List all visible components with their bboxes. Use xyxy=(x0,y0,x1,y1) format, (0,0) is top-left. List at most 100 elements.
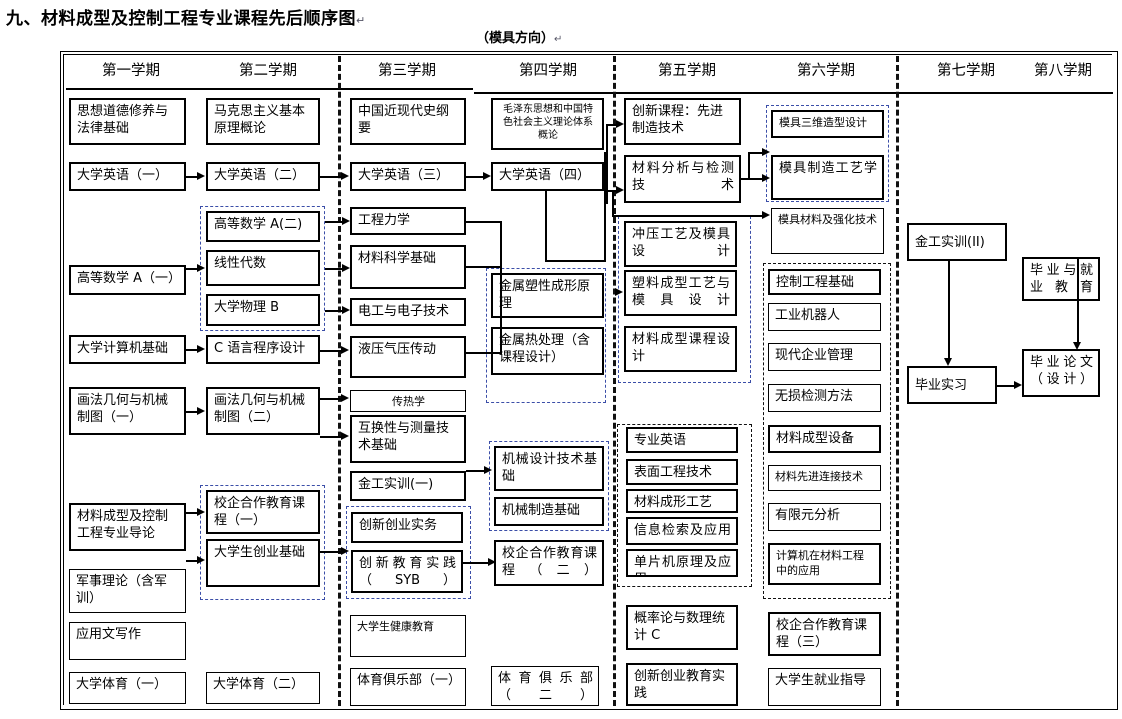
course-box[interactable]: 控制工程基础 xyxy=(768,269,881,295)
arrow-head xyxy=(197,172,205,180)
course-box[interactable]: 材料分析与检测技术 xyxy=(624,155,741,203)
course-box[interactable]: 专业英语 xyxy=(626,427,738,453)
course-box[interactable]: 互换性与测量技术基础 xyxy=(350,415,466,463)
course-box[interactable]: 金属塑性成形原理 xyxy=(491,273,604,318)
course-box[interactable]: 塑料成型工艺与模具设计 xyxy=(624,270,737,316)
course-box[interactable]: 创新课程：先进制造技术 xyxy=(624,98,741,145)
arrow-head xyxy=(341,432,349,440)
course-box[interactable]: 校企合作教育课程（一） xyxy=(206,490,320,534)
course-box[interactable]: 校企合作教育课程（三） xyxy=(768,612,881,656)
connector-math2-mechanics xyxy=(325,221,343,223)
bus-s4-right-top xyxy=(545,260,605,262)
arrow-head xyxy=(616,120,624,128)
course-box[interactable]: 材料成型设备 xyxy=(768,425,881,453)
group-entrepreneur-s2 xyxy=(200,485,325,600)
course-box[interactable]: 体育俱乐部（二） xyxy=(491,666,599,706)
bus-to-innovation-course xyxy=(606,124,620,126)
semester-header-3: 第三学期 xyxy=(378,63,436,79)
course-box[interactable]: 液压气压传动 xyxy=(350,336,466,378)
course-box[interactable]: 大学生健康教育 xyxy=(350,615,466,657)
course-box[interactable]: 校企合作教育课程（二） xyxy=(494,540,604,586)
semester-header-8: 第八学期 xyxy=(1034,63,1092,79)
course-box[interactable]: 马克思主义基本原理概论 xyxy=(206,98,320,145)
course-box[interactable]: 毛泽东思想和中国特色社会主义理论体系概论 xyxy=(491,98,604,150)
course-box[interactable]: 毕业实习 xyxy=(907,366,997,404)
course-box[interactable]: 机械设计技术基础 xyxy=(494,446,604,491)
course-box[interactable]: 信息检索及应用 xyxy=(626,517,738,545)
course-box[interactable]: 大学英语（二） xyxy=(206,162,320,191)
arrow-head xyxy=(1014,381,1022,389)
course-box[interactable]: 大学英语（一） xyxy=(69,162,186,191)
bus-analysis-vert xyxy=(748,152,750,180)
bus-to-analysis xyxy=(604,190,618,192)
course-box[interactable]: 模具材料及强化技术 xyxy=(771,208,884,254)
connector-english-1-2 xyxy=(186,176,198,178)
course-box[interactable]: 有限元分析 xyxy=(768,503,881,531)
course-box[interactable]: 应用文写作 xyxy=(69,622,186,660)
course-box[interactable]: 大学计算机基础 xyxy=(69,335,186,364)
course-box[interactable]: 材料成型课程设计 xyxy=(624,326,737,372)
course-box[interactable]: 画法几何与机械制图（一） xyxy=(69,387,186,435)
course-box[interactable]: 大学体育（二） xyxy=(206,672,320,704)
group-metal-forming-s4 xyxy=(486,268,606,403)
course-box[interactable]: 大学生就业指导 xyxy=(768,668,881,706)
course-box[interactable]: 高等数学 A(二) xyxy=(206,211,320,242)
bus-to-mold-craft xyxy=(748,152,766,154)
course-box[interactable]: 材料成型及控制工程专业导论 xyxy=(69,503,186,551)
connector-syb-coop2 xyxy=(463,562,489,564)
semester-header-1: 第一学期 xyxy=(102,63,160,79)
course-box[interactable]: C 语言程序设计 xyxy=(206,335,320,364)
arrow-head xyxy=(342,217,350,225)
course-box[interactable]: 大学英语（四） xyxy=(491,162,604,191)
course-box[interactable]: 现代企业管理 xyxy=(768,343,881,371)
course-box[interactable]: 线性代数 xyxy=(206,250,320,286)
course-box[interactable]: 电工与电子技术 xyxy=(350,298,466,326)
arrow-head-down xyxy=(1073,342,1081,350)
arrow-head-down xyxy=(944,358,952,366)
arrow-head xyxy=(341,172,349,180)
course-box[interactable]: 金属热处理（含课程设计） xyxy=(491,327,604,375)
arrow-head xyxy=(615,288,623,296)
course-box[interactable]: 大学英语（三） xyxy=(350,162,466,191)
bus-mechanics-vert xyxy=(500,221,502,266)
connector-entre-innovation xyxy=(320,551,342,553)
semester-header-2: 第二学期 xyxy=(239,63,297,79)
course-box[interactable]: 军事理论（含军训） xyxy=(69,569,186,613)
course-box[interactable]: 思想道德修养与法律基础 xyxy=(69,98,186,145)
course-box[interactable]: 冲压工艺及模具设计 xyxy=(624,221,737,267)
course-box[interactable]: 工业机器人 xyxy=(768,303,881,331)
course-box[interactable]: 材料先进连接技术 xyxy=(768,465,881,491)
course-box[interactable]: 创新教育实践（SYB） xyxy=(351,550,463,593)
arrow-head xyxy=(197,264,205,272)
course-box[interactable]: 机械制造基础 xyxy=(494,497,604,526)
course-box[interactable]: 大学物理 B xyxy=(206,294,320,326)
course-box[interactable]: 材料科学基础 xyxy=(350,245,466,289)
course-box[interactable]: 金工实训(一) xyxy=(350,471,466,501)
bus-s4-right xyxy=(604,152,606,262)
course-box[interactable]: 金工实训(II) xyxy=(907,223,1007,261)
course-box[interactable]: 中国近现代史纲要 xyxy=(350,98,466,145)
course-box[interactable]: 工程力学 xyxy=(350,207,466,235)
course-box[interactable]: 无损检测方法 xyxy=(768,384,881,412)
course-box[interactable]: 大学体育（一） xyxy=(69,672,186,704)
course-box[interactable]: 表面工程技术 xyxy=(626,459,738,485)
course-box[interactable]: 模具三维造型设计 xyxy=(771,110,884,138)
course-box[interactable]: 毕业论文（设计） xyxy=(1022,349,1100,397)
arrow-head xyxy=(483,172,491,180)
course-box[interactable]: 毕业与就业教育 xyxy=(1022,257,1100,301)
course-box[interactable]: 计算机在材料工程中的应用 xyxy=(768,543,881,585)
connector-english-3-4 xyxy=(466,176,484,178)
course-box[interactable]: 体育俱乐部（一） xyxy=(350,668,466,706)
course-box[interactable]: 画法几何与机械制图（二） xyxy=(206,387,320,435)
connector-intern-thesis xyxy=(997,385,1017,387)
connector-drawing-1-2 xyxy=(186,411,198,413)
course-box[interactable]: 模具制造工艺学 xyxy=(771,155,884,200)
course-box[interactable]: 创新创业实务 xyxy=(351,512,463,543)
course-box[interactable]: 创新创业教育实践 xyxy=(626,663,738,706)
course-box[interactable]: 概率论与数理统计 C xyxy=(626,605,738,650)
course-box[interactable]: 单片机原理及应用 xyxy=(626,549,738,577)
course-box[interactable]: 材料成形工艺 xyxy=(626,489,738,513)
course-box[interactable]: 传热学 xyxy=(350,390,466,412)
course-box[interactable]: 高等数学 A（一） xyxy=(69,265,186,295)
course-box[interactable]: 大学生创业基础 xyxy=(206,539,320,587)
